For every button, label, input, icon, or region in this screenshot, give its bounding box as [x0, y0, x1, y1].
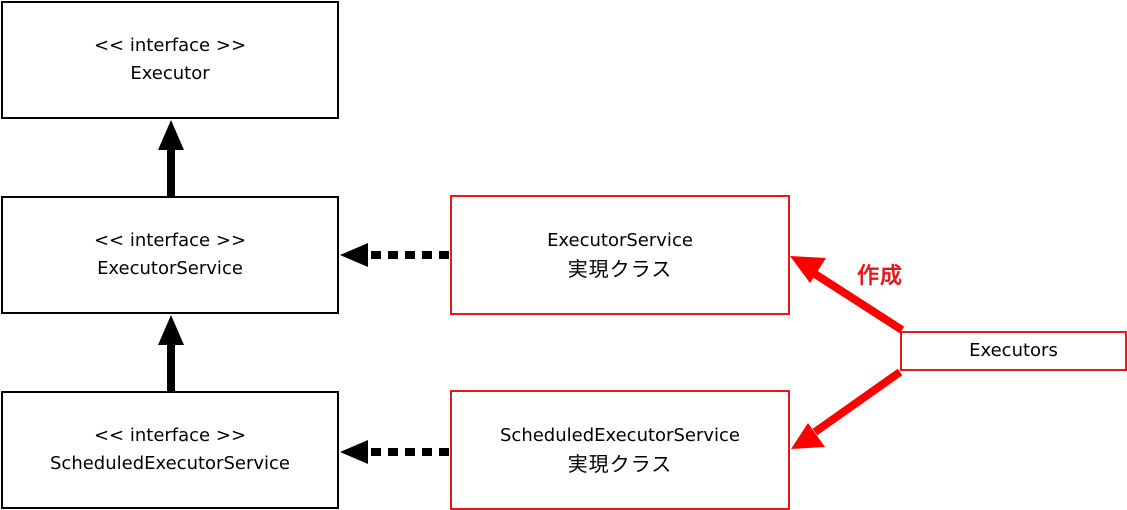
executors-name: Executors	[969, 340, 1058, 361]
extends-arrow-executorservice-to-executor	[158, 120, 184, 196]
executors-factory-box: Executors	[900, 331, 1127, 371]
create-label: 作成	[857, 264, 904, 289]
scheduled-executor-service-interface-box: << interface >> ScheduledExecutorService	[1, 391, 339, 509]
scheduled-executor-service-impl-box: ScheduledExecutorService 実現クラス	[450, 390, 790, 510]
executor-service-impl-name: ExecutorService	[547, 230, 693, 251]
extends-arrow-scheduled-to-executorservice	[158, 315, 184, 391]
executor-service-interface-box: << interface >> ExecutorService	[1, 196, 339, 314]
scheduled-executor-service-impl-subtitle: 実現クラス	[567, 452, 673, 476]
executor-stereotype: << interface >>	[93, 35, 247, 56]
create-arrow-scheduled	[791, 368, 903, 449]
executor-service-name: ExecutorService	[97, 258, 243, 279]
executor-service-impl-subtitle: 実現クラス	[567, 257, 673, 281]
executor-service-impl-box: ExecutorService 実現クラス	[450, 195, 790, 315]
executor-name: Executor	[130, 63, 210, 84]
scheduled-executor-service-stereotype: << interface >>	[93, 425, 247, 446]
executor-interface-box: << interface >> Executor	[1, 1, 339, 119]
implements-arrow-scheduled	[340, 440, 449, 464]
scheduled-executor-service-impl-name: ScheduledExecutorService	[500, 425, 740, 446]
scheduled-executor-service-name: ScheduledExecutorService	[50, 453, 290, 474]
executor-service-stereotype: << interface >>	[93, 230, 247, 251]
implements-arrow-executorservice	[340, 243, 449, 267]
